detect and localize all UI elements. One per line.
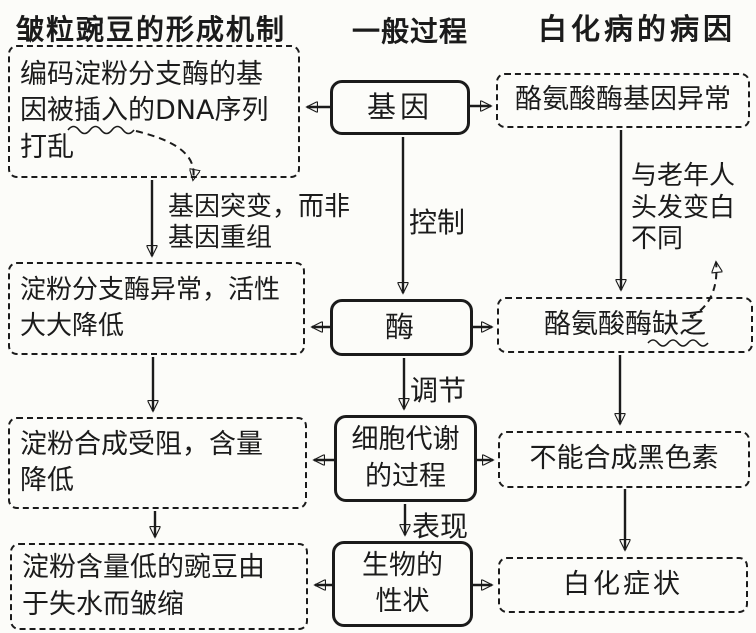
box-albinism-symptom: 白化症状 — [498, 557, 748, 613]
arrow-label-regulate: 调节 — [410, 374, 467, 407]
box-cannot-make-melanin: 不能合成黑色素 — [498, 431, 750, 488]
column-title-pea-mechanism: 皱粒豌豆的形成机制 — [16, 13, 287, 46]
arrow-label-express: 表现 — [412, 510, 469, 543]
box-tyrosinase-deficiency: 酪氨酸酶缺乏 — [497, 297, 753, 353]
arrow-label-control: 控制 — [409, 206, 466, 239]
box-starch-synthesis-blocked: 淀粉合成受阻，含量 降低 — [8, 417, 307, 509]
box-branching-enzyme-abnormal: 淀粉分支酶异常，活性 大大降低 — [8, 262, 305, 355]
box-dna-sequence-disrupted: 编码淀粉分支酶的基 因被插入的DNA序列 打乱 — [8, 45, 300, 178]
note-gene-mutation-not-recombination: 基因突变，而非 基因重组 — [168, 192, 351, 253]
note-different-from-gray-hair: 与老年人 头发变白 不同 — [631, 161, 736, 255]
box-cell-metabolism: 细胞代谢 的过程 — [334, 415, 477, 502]
box-tyrosinase-gene-abnormal: 酪氨酸酶基因异常 — [496, 73, 750, 128]
column-title-albinism-cause: 白化病的病因 — [538, 12, 737, 46]
box-organism-trait: 生物的 性状 — [332, 541, 473, 627]
column-title-general-process: 一般过程 — [352, 15, 469, 48]
box-enzyme: 酶 — [330, 299, 473, 356]
box-gene: 基因 — [330, 80, 470, 135]
box-pea-wrinkled: 淀粉含量低的豌豆由 于失水而皱缩 — [10, 543, 308, 630]
